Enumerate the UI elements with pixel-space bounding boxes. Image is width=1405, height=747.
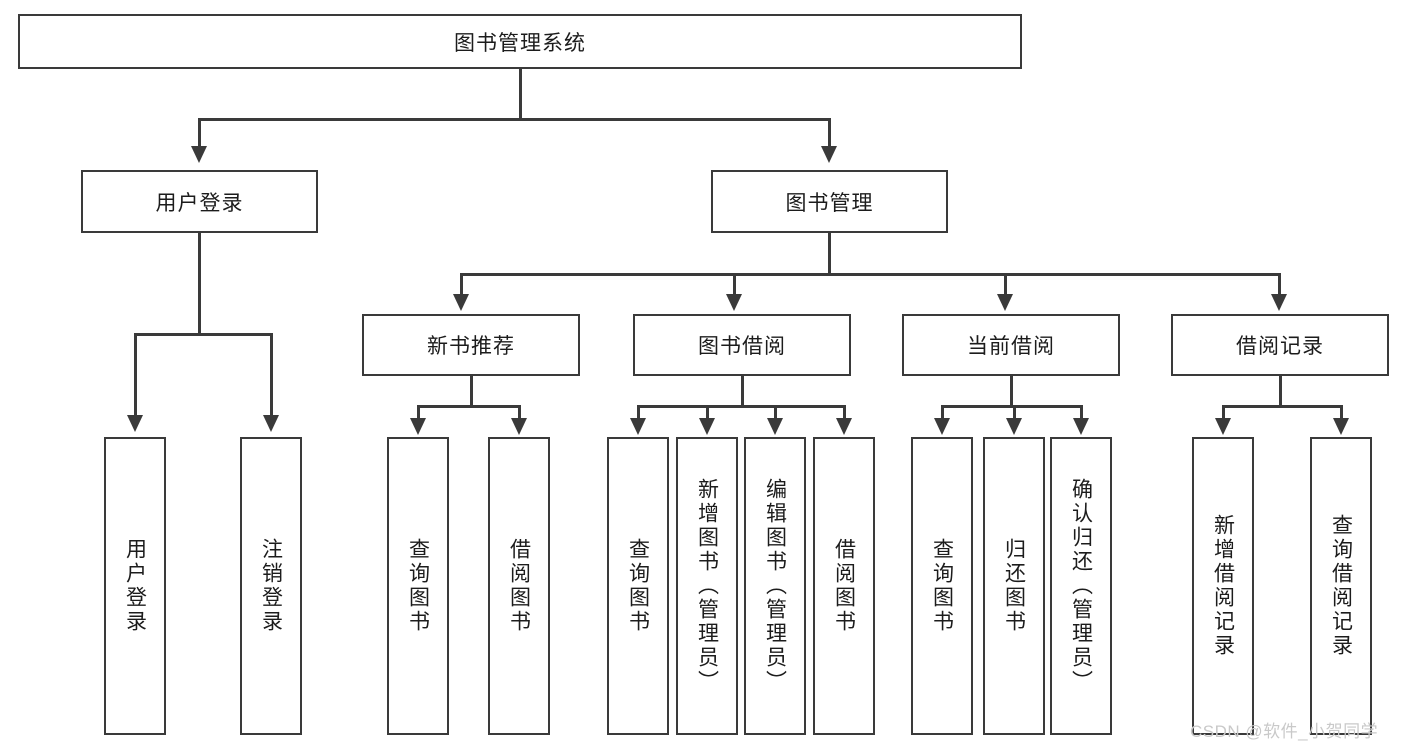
connector-bm-to-current-borrow [1004,273,1007,295]
connector-user-login-stem [198,233,201,334]
node-label: 当前借阅 [967,335,1055,358]
node-label: 图书管理 [785,191,874,215]
arrow-bm-to-borrow-records [1271,294,1287,311]
node-user-login[interactable]: 用户登录 [81,170,318,233]
connector-user-login-to-leaf-1 [134,333,137,416]
connector-new-books-leaf-1 [417,405,420,419]
connector-book-borrow-leaf-2 [706,405,709,419]
connector-bm-to-new-books [460,273,463,295]
leaf-borrow-books-new[interactable]: 借阅图书 [488,437,550,735]
connector-current-borrow-bar [941,405,1082,408]
connector-book-borrow-leaf-3 [774,405,777,419]
connector-borrow-records-leaf-2 [1340,405,1343,419]
arrow-bm-to-current-borrow [997,294,1013,311]
connector-current-borrow-leaf-1 [941,405,944,419]
node-label: 确认归还（管理员） [1069,478,1093,694]
connector-root-stem [519,69,522,118]
arrow-root-to-book-management [821,146,837,163]
arrow-bm-to-borrow [726,294,742,311]
connector-bm-to-borrow-records [1278,273,1281,295]
connector-book-borrow-bar [637,405,845,408]
arrow-book-borrow-leaf-1 [630,418,646,435]
leaf-add-book-admin[interactable]: 新增图书（管理员） [676,437,738,735]
leaf-confirm-return-admin[interactable]: 确认归还（管理员） [1050,437,1112,735]
node-label: 借阅图书 [832,538,856,634]
node-label: 新增图书（管理员） [695,478,719,694]
connector-user-login-bar [134,333,272,336]
connector-new-books-leaf-2 [518,405,521,419]
arrow-borrow-records-leaf-2 [1333,418,1349,435]
arrow-bm-to-new-books [453,294,469,311]
connector-new-books-bar [417,405,521,408]
node-book-management[interactable]: 图书管理 [711,170,948,233]
arrow-borrow-records-leaf-1 [1215,418,1231,435]
connector-book-management-bar [460,273,1280,276]
node-label: 图书管理系统 [454,31,586,55]
node-label: 编辑图书（管理员） [763,478,787,694]
connector-root-bar [198,118,831,121]
arrow-book-borrow-leaf-4 [836,418,852,435]
node-label: 查询图书 [406,538,430,634]
arrow-current-borrow-leaf-1 [934,418,950,435]
node-label: 查询图书 [930,538,954,634]
node-label: 新增借阅记录 [1211,514,1235,658]
arrow-current-borrow-leaf-3 [1073,418,1089,435]
connector-book-management-stem [828,233,831,274]
node-borrow-records[interactable]: 借阅记录 [1171,314,1389,376]
connector-borrow-records-bar [1222,405,1342,408]
node-label: 归还图书 [1002,538,1026,634]
leaf-return-book[interactable]: 归还图书 [983,437,1045,735]
connector-book-borrow-stem [741,376,744,407]
connector-book-borrow-leaf-4 [843,405,846,419]
leaf-user-login[interactable]: 用户登录 [104,437,166,735]
leaf-query-books-new[interactable]: 查询图书 [387,437,449,735]
node-label: 查询图书 [626,538,650,634]
node-label: 用户登录 [155,191,244,215]
leaf-query-borrow-record[interactable]: 查询借阅记录 [1310,437,1372,735]
leaf-query-books-borrow[interactable]: 查询图书 [607,437,669,735]
node-label: 用户登录 [123,538,147,634]
connector-current-borrow-leaf-3 [1080,405,1083,419]
node-label: 注销登录 [259,538,283,634]
node-root-book-management-system[interactable]: 图书管理系统 [18,14,1022,69]
leaf-edit-book-admin[interactable]: 编辑图书（管理员） [744,437,806,735]
watermark-csdn: CSDN @软件_小贺同学 [1190,722,1379,741]
connector-borrow-records-leaf-1 [1222,405,1225,419]
leaf-add-borrow-record[interactable]: 新增借阅记录 [1192,437,1254,735]
node-label: 查询借阅记录 [1329,514,1353,658]
connector-current-borrow-leaf-2 [1013,405,1016,419]
arrow-user-login-to-leaf-2 [263,415,279,432]
leaf-borrow-book[interactable]: 借阅图书 [813,437,875,735]
connector-root-to-user-login [198,118,201,146]
connector-borrow-records-stem [1279,376,1282,407]
connector-bm-to-borrow [733,273,736,295]
node-book-borrow[interactable]: 图书借阅 [633,314,851,376]
node-label: 图书借阅 [698,335,786,358]
arrow-book-borrow-leaf-3 [767,418,783,435]
arrow-new-books-leaf-1 [410,418,426,435]
leaf-logout[interactable]: 注销登录 [240,437,302,735]
connector-book-borrow-leaf-1 [637,405,640,419]
node-label: 借阅记录 [1236,335,1324,358]
connector-root-to-book-management [828,118,831,146]
connector-current-borrow-stem [1010,376,1013,407]
node-label: 借阅图书 [507,538,531,634]
arrow-new-books-leaf-2 [511,418,527,435]
node-new-book-recommend[interactable]: 新书推荐 [362,314,580,376]
node-label: 新书推荐 [427,335,515,358]
arrow-current-borrow-leaf-2 [1006,418,1022,435]
arrow-user-login-to-leaf-1 [127,415,143,432]
arrow-book-borrow-leaf-2 [699,418,715,435]
node-current-borrow[interactable]: 当前借阅 [902,314,1120,376]
connector-new-books-stem [470,376,473,407]
connector-user-login-to-leaf-2 [270,333,273,416]
arrow-root-to-user-login [191,146,207,163]
leaf-query-books-current[interactable]: 查询图书 [911,437,973,735]
